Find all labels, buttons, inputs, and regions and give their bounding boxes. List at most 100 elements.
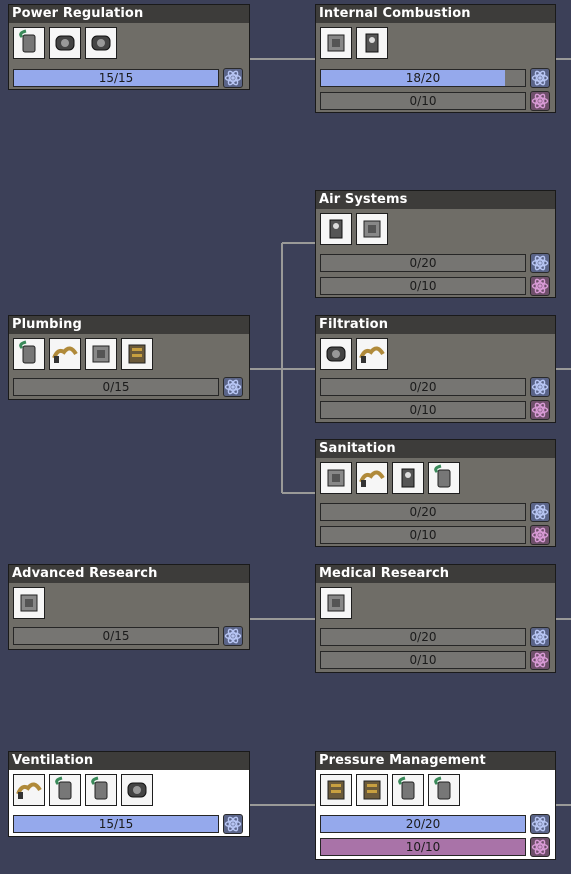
tech-title: Advanced Research bbox=[9, 565, 249, 583]
tech-unlock-icons bbox=[13, 774, 153, 806]
advanced-research-atom-icon bbox=[530, 400, 550, 420]
airflow-tile-icon[interactable] bbox=[121, 774, 153, 806]
research-progress-bar: 0/10 bbox=[320, 277, 526, 295]
progress-fill bbox=[14, 816, 218, 832]
gas-vent-icon[interactable] bbox=[85, 774, 117, 806]
progress-label: 0/20 bbox=[409, 505, 437, 519]
gas-filter-icon[interactable] bbox=[356, 338, 388, 370]
research-progress-bar: 15/15 bbox=[13, 69, 219, 87]
tech-unlock-icons bbox=[320, 27, 388, 59]
shower-icon[interactable] bbox=[392, 462, 424, 494]
tech-title: Plumbing bbox=[9, 316, 249, 334]
research-progress-bar: 15/15 bbox=[13, 815, 219, 833]
progress-label: 15/15 bbox=[98, 71, 134, 85]
pressure-plate-icon[interactable] bbox=[320, 774, 352, 806]
advanced-research-atom-icon bbox=[530, 525, 550, 545]
progress-label: 0/15 bbox=[102, 380, 130, 394]
liquid-bridge-icon[interactable] bbox=[49, 338, 81, 370]
research-progress-bar: 0/10 bbox=[320, 651, 526, 669]
advanced-research-atom-icon bbox=[530, 276, 550, 296]
research-progress-bar: 0/20 bbox=[320, 378, 526, 396]
research-progress-bar: 0/15 bbox=[13, 627, 219, 645]
tech-title: Internal Combustion bbox=[316, 5, 555, 23]
research-atom-icon bbox=[223, 626, 243, 646]
tech-unlock-icons bbox=[320, 774, 460, 806]
research-atom-icon bbox=[223, 814, 243, 834]
tech-title: Air Systems bbox=[316, 191, 555, 209]
progress-label: 0/20 bbox=[409, 630, 437, 644]
sick-bay-icon[interactable] bbox=[320, 587, 352, 619]
progress-label: 0/10 bbox=[409, 279, 437, 293]
advanced-research-atom-icon bbox=[530, 650, 550, 670]
research-progress-bar: 0/20 bbox=[320, 254, 526, 272]
tech-unlock-icons bbox=[13, 27, 117, 59]
gas-pipe-icon[interactable] bbox=[13, 774, 45, 806]
progress-label: 0/20 bbox=[409, 256, 437, 270]
research-atom-icon bbox=[530, 253, 550, 273]
battery-icon[interactable] bbox=[49, 27, 81, 59]
tech-card-pressure-management[interactable]: Pressure Management 20/20 10/10 bbox=[315, 751, 556, 860]
research-atom-icon bbox=[530, 502, 550, 522]
tech-card-advanced-research[interactable]: Advanced Research 0/15 bbox=[8, 564, 250, 650]
gas-bridge-icon[interactable] bbox=[49, 774, 81, 806]
progress-label: 0/10 bbox=[409, 94, 437, 108]
liquid-filter-icon[interactable] bbox=[320, 338, 352, 370]
tech-title: Filtration bbox=[316, 316, 555, 334]
research-atom-icon bbox=[223, 68, 243, 88]
tech-card-plumbing[interactable]: Plumbing 0/15 bbox=[8, 315, 250, 400]
algae-terrarium-icon[interactable] bbox=[320, 213, 352, 245]
coal-generator-icon[interactable] bbox=[320, 27, 352, 59]
sink-icon[interactable] bbox=[428, 462, 460, 494]
tech-card-ventilation[interactable]: Ventilation 15/15 bbox=[8, 751, 250, 837]
tech-title: Power Regulation bbox=[9, 5, 249, 23]
progress-label: 0/10 bbox=[409, 653, 437, 667]
hydrogen-generator-icon[interactable] bbox=[356, 27, 388, 59]
wash-basin-icon[interactable] bbox=[320, 462, 352, 494]
tech-unlock-icons bbox=[320, 587, 352, 619]
tech-card-sanitation[interactable]: Sanitation 0/20 0/10 bbox=[315, 439, 556, 547]
research-progress-bar: 0/20 bbox=[320, 628, 526, 646]
research-atom-icon bbox=[530, 814, 550, 834]
super-computer-icon[interactable] bbox=[13, 587, 45, 619]
research-atom-icon bbox=[530, 68, 550, 88]
progress-label: 10/10 bbox=[405, 840, 441, 854]
tech-title: Pressure Management bbox=[316, 752, 555, 770]
progress-label: 20/20 bbox=[405, 817, 441, 831]
progress-label: 15/15 bbox=[98, 817, 134, 831]
liquid-vent-icon[interactable] bbox=[121, 338, 153, 370]
progress-fill bbox=[321, 70, 505, 86]
oxygen-diffuser-icon[interactable] bbox=[356, 213, 388, 245]
tech-unlock-icons bbox=[320, 338, 388, 370]
tech-card-power-regulation[interactable]: Power Regulation 15/15 bbox=[8, 4, 250, 90]
tech-title: Ventilation bbox=[9, 752, 249, 770]
tech-card-internal-combustion[interactable]: Internal Combustion 18/20 0/10 bbox=[315, 4, 556, 113]
research-progress-bar: 0/15 bbox=[13, 378, 219, 396]
research-atom-icon bbox=[223, 377, 243, 397]
progress-label: 0/10 bbox=[409, 528, 437, 542]
tech-card-air-systems[interactable]: Air Systems 0/20 0/10 bbox=[315, 190, 556, 298]
research-atom-icon bbox=[530, 377, 550, 397]
power-transformer-icon[interactable] bbox=[13, 27, 45, 59]
gas-valve-icon[interactable] bbox=[356, 774, 388, 806]
gas-reservoir-icon[interactable] bbox=[428, 774, 460, 806]
progress-label: 0/20 bbox=[409, 380, 437, 394]
tech-title: Sanitation bbox=[316, 440, 555, 458]
tech-unlock-icons bbox=[13, 587, 45, 619]
progress-fill bbox=[14, 70, 218, 86]
lavatory-icon[interactable] bbox=[356, 462, 388, 494]
wire-bridge-icon[interactable] bbox=[85, 27, 117, 59]
progress-fill bbox=[321, 816, 525, 832]
progress-fill bbox=[321, 839, 525, 855]
liquid-pump-icon[interactable] bbox=[85, 338, 117, 370]
research-progress-bar: 0/10 bbox=[320, 526, 526, 544]
liquid-pipe-icon[interactable] bbox=[13, 338, 45, 370]
tech-card-filtration[interactable]: Filtration 0/20 0/10 bbox=[315, 315, 556, 423]
progress-label: 18/20 bbox=[405, 71, 441, 85]
research-progress-bar: 0/10 bbox=[320, 92, 526, 110]
research-progress-bar: 10/10 bbox=[320, 838, 526, 856]
tech-card-medical-research[interactable]: Medical Research 0/20 0/10 bbox=[315, 564, 556, 673]
research-progress-bar: 20/20 bbox=[320, 815, 526, 833]
tech-unlock-icons bbox=[320, 462, 460, 494]
pressure-vent-icon[interactable] bbox=[392, 774, 424, 806]
